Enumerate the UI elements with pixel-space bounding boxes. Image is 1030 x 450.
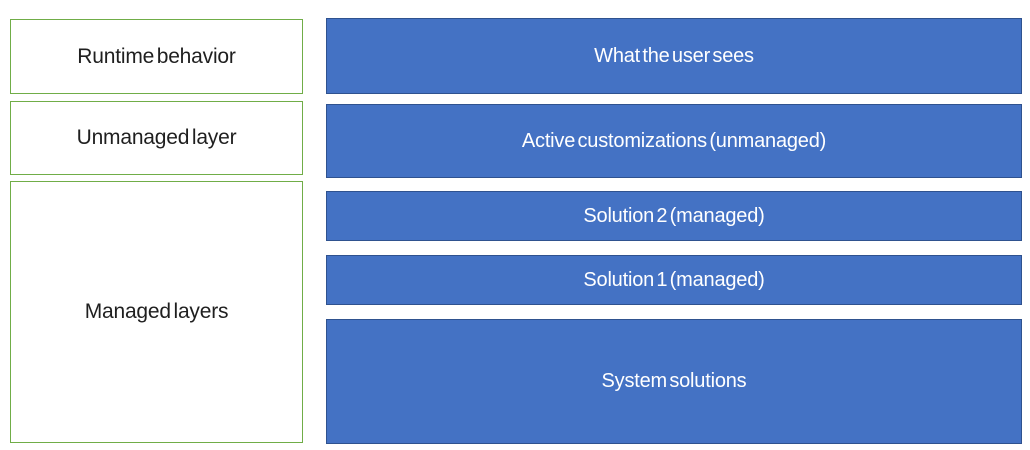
managed-layers-label: Managed layers bbox=[84, 300, 229, 323]
solution-1-label: Solution 1 (managed) bbox=[583, 268, 765, 291]
solution-2-box: Solution 2 (managed) bbox=[326, 191, 1022, 241]
active-customizations-label: Active customizations (unmanaged) bbox=[521, 129, 827, 152]
system-solutions-box: System solutions bbox=[326, 319, 1022, 444]
unmanaged-layer-box: Unmanaged layer bbox=[10, 101, 303, 175]
what-the-user-sees-label: What the user sees bbox=[594, 44, 754, 67]
runtime-behavior-label: Runtime behavior bbox=[77, 44, 236, 68]
what-the-user-sees-box: What the user sees bbox=[326, 18, 1022, 94]
solution-1-box: Solution 1 (managed) bbox=[326, 255, 1022, 305]
runtime-behavior-box: Runtime behavior bbox=[10, 19, 303, 94]
active-customizations-box: Active customizations (unmanaged) bbox=[326, 104, 1022, 178]
unmanaged-layer-label: Unmanaged layer bbox=[76, 126, 237, 149]
managed-layers-box: Managed layers bbox=[10, 181, 303, 443]
solution-2-label: Solution 2 (managed) bbox=[583, 204, 765, 227]
system-solutions-label: System solutions bbox=[601, 370, 747, 392]
